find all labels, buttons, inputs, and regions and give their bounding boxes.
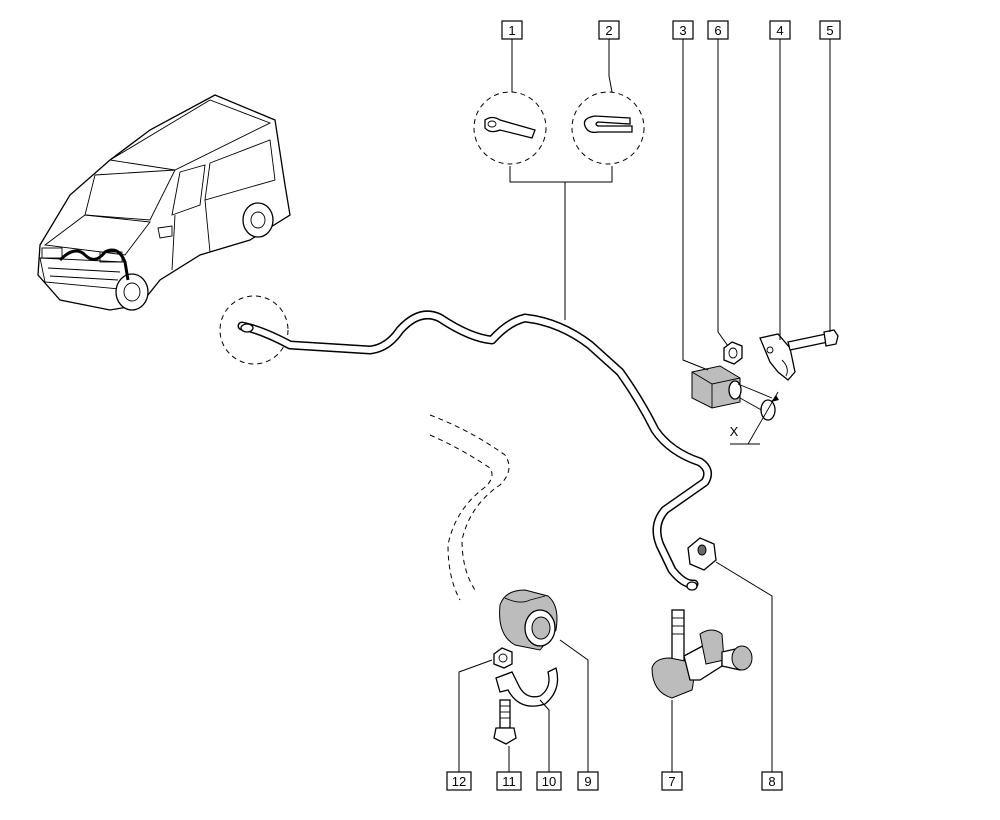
bracket-item-4	[759, 333, 796, 381]
callout-7-label: 7	[668, 774, 675, 789]
callout-3-label: 3	[679, 23, 686, 38]
nut-item-6	[723, 341, 743, 365]
callout-8-label: 8	[768, 774, 775, 789]
bolt-item-11	[493, 699, 517, 745]
vehicle-illustration	[37, 94, 291, 311]
nut-item-8	[687, 537, 717, 571]
bush-item-3	[691, 365, 776, 421]
callout-5: 5	[819, 20, 841, 40]
callout-5-label: 5	[826, 23, 833, 38]
callout-7: 7	[661, 771, 683, 791]
callout-6: 6	[707, 20, 729, 40]
callout-2: 2	[598, 20, 620, 40]
nut-item-12	[493, 647, 513, 669]
bush-item-9	[499, 589, 558, 651]
callout-10: 10	[536, 771, 562, 791]
callout-12-label: 12	[452, 774, 466, 789]
callout-1: 1	[501, 20, 523, 40]
detail-bracket	[509, 166, 613, 320]
dimension-x-label: X	[730, 424, 739, 439]
leader-lines	[458, 38, 831, 772]
callout-2-label: 2	[605, 23, 612, 38]
callout-1-label: 1	[508, 23, 515, 38]
callout-3: 3	[672, 20, 694, 40]
callout-11: 11	[496, 771, 522, 791]
callout-9-label: 9	[584, 774, 591, 789]
callout-10-label: 10	[542, 774, 556, 789]
callout-4: 4	[769, 20, 791, 40]
callout-9: 9	[577, 771, 599, 791]
callout-4-label: 4	[776, 23, 783, 38]
clamp-item-10	[495, 667, 559, 707]
callout-12: 12	[446, 771, 472, 791]
anti-roll-bar	[219, 295, 713, 591]
hidden-component-outline	[429, 414, 510, 601]
detail-circle-end-type-2	[571, 91, 645, 165]
bolt-item-5	[787, 329, 839, 351]
callout-11-label: 11	[502, 774, 516, 789]
dimension-x: X	[730, 391, 779, 445]
link-rod-item-7	[651, 609, 753, 699]
callout-6-label: 6	[714, 23, 721, 38]
callout-8: 8	[761, 771, 783, 791]
detail-circle-end-type-1	[473, 91, 547, 165]
